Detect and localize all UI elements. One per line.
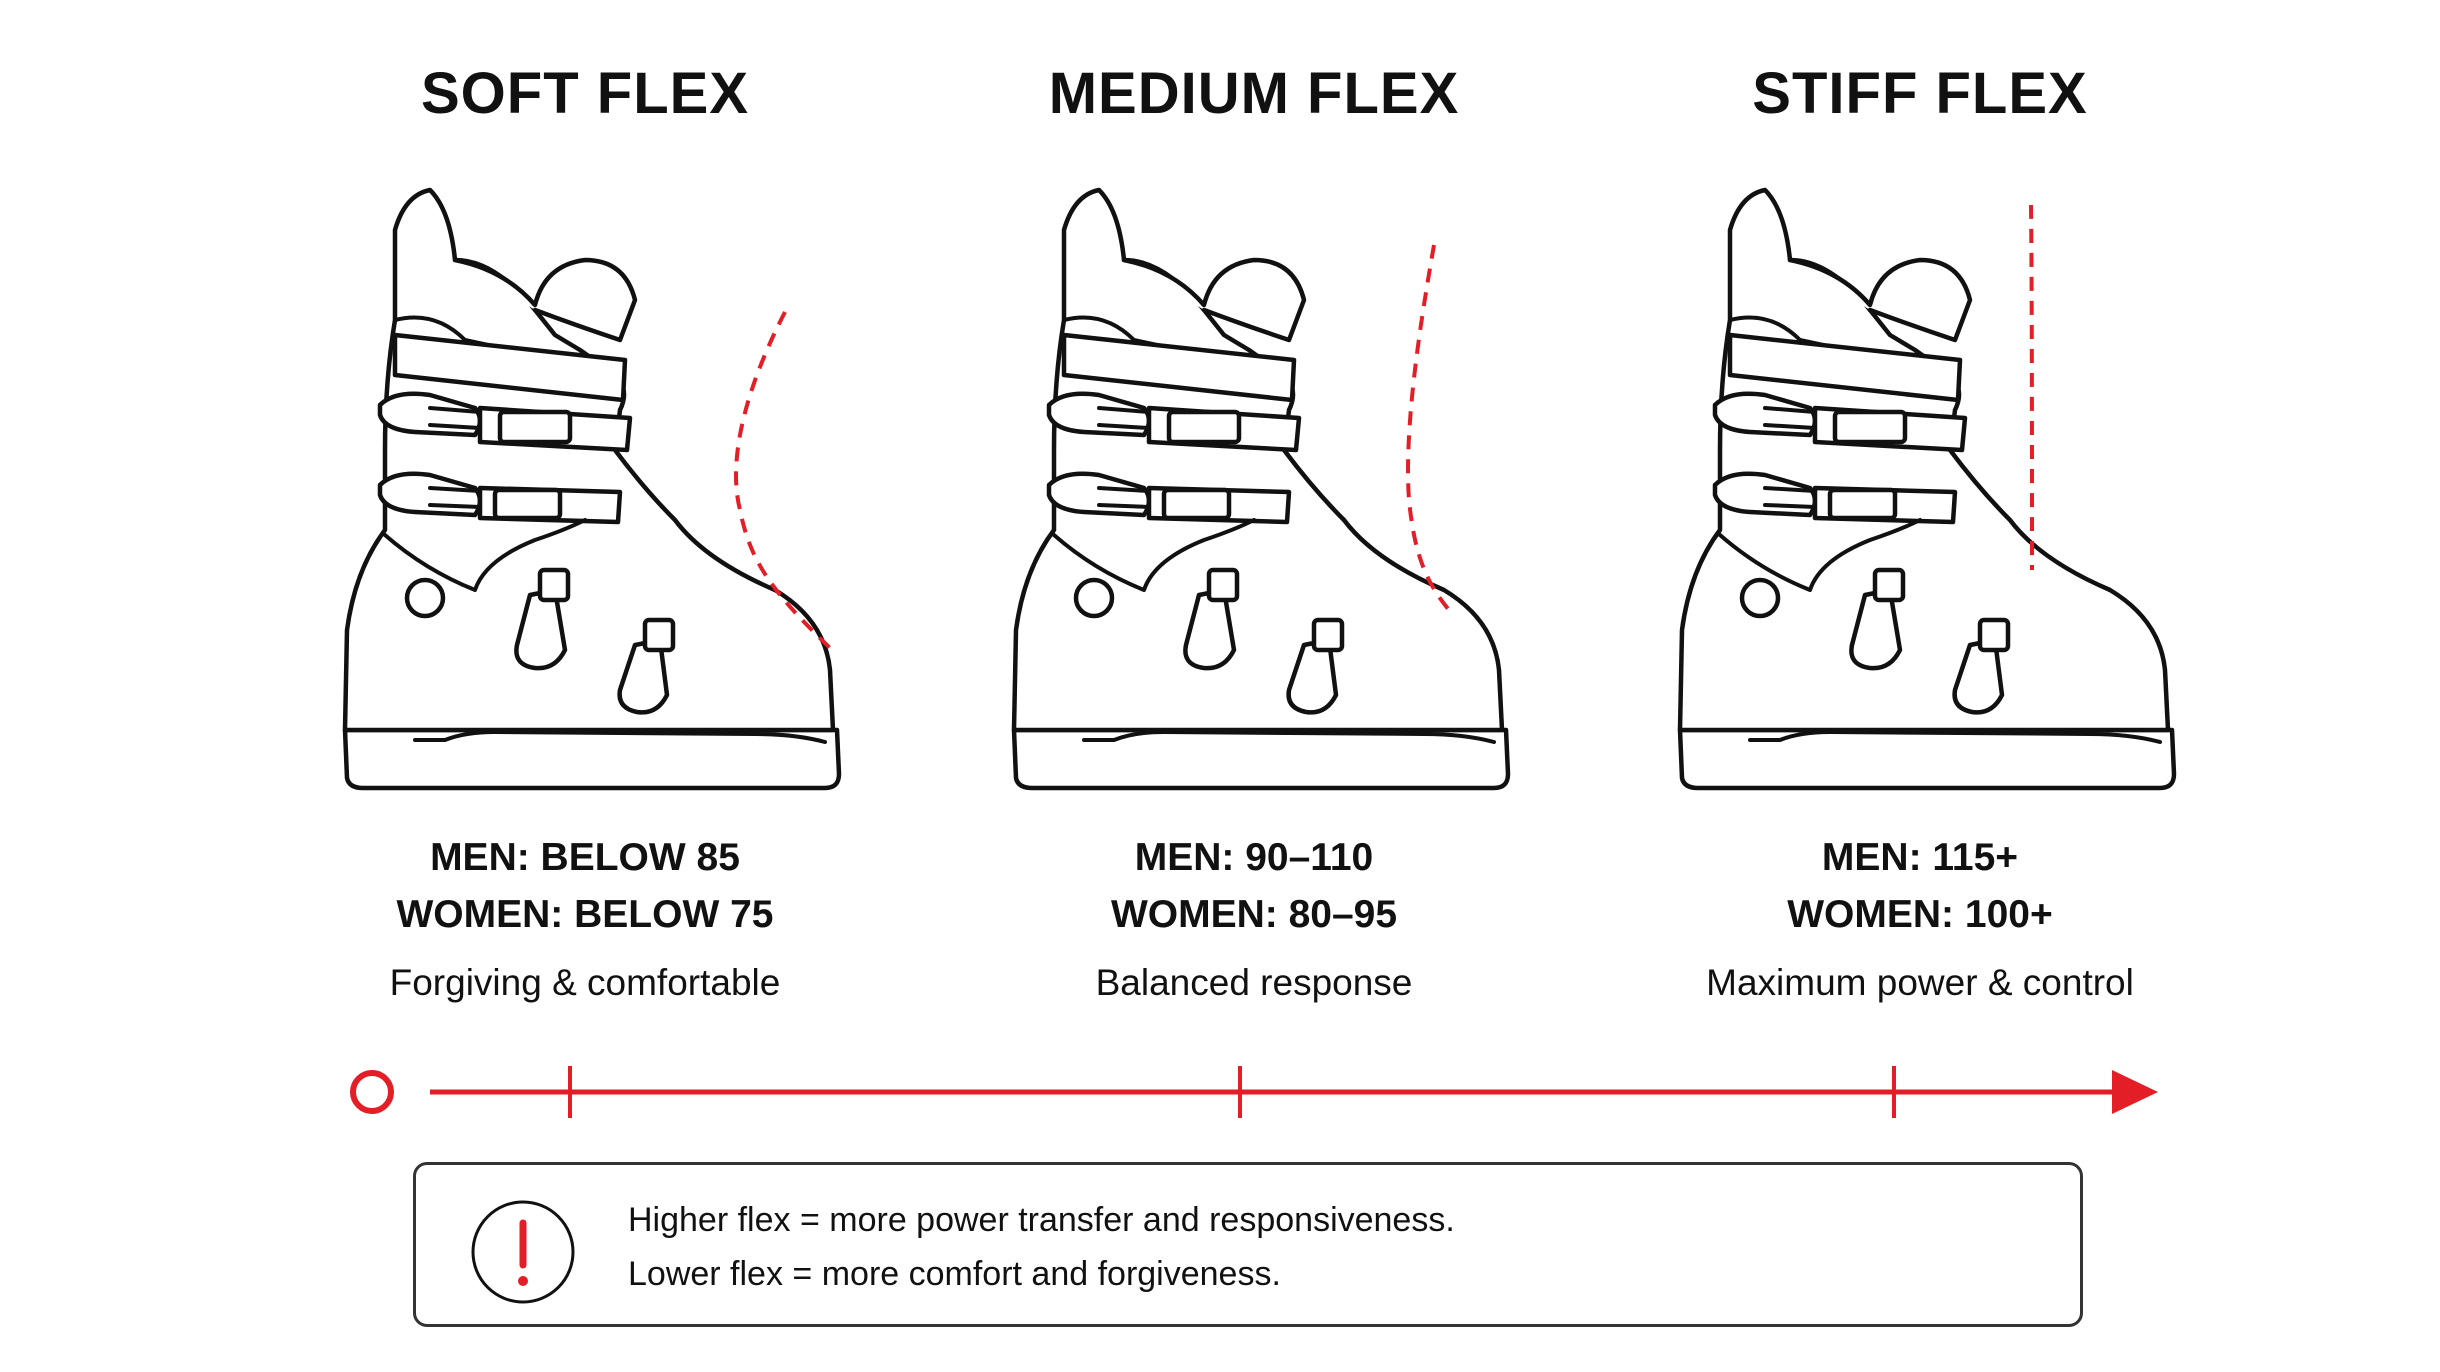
- flex-indicator-curve: [2029, 204, 2034, 571]
- soft-flex-men-range: MEN: BELOW 85: [430, 836, 740, 879]
- scale-arrow-head: [2112, 1070, 2158, 1114]
- note-text-lower-flex: Lower flex = more comfort and forgivenes…: [628, 1255, 1281, 1293]
- flex-indicator-curve: [1406, 244, 1451, 612]
- stiff-flex-boot-illustration: [1570, 150, 2270, 800]
- soft-flex-title: SOFT FLEX: [421, 61, 749, 126]
- flex-scale: [350, 1066, 2158, 1118]
- soft-flex-women-range: WOMEN: BELOW 75: [396, 893, 774, 936]
- medium-flex-boot-illustration: [904, 150, 1604, 800]
- stiff-flex-title: STIFF FLEX: [1752, 61, 2088, 126]
- medium-flex-title: MEDIUM FLEX: [1048, 61, 1460, 126]
- stiff-flex-women-range: WOMEN: 100+: [1787, 893, 2053, 936]
- note-text-higher-flex: Higher flex = more power transfer and re…: [628, 1201, 1455, 1239]
- soft-flex-boot-illustration: [235, 150, 935, 800]
- soft-flex-description: Forgiving & comfortable: [389, 962, 781, 1003]
- exclamation-circle-icon: [471, 1200, 575, 1304]
- stiff-flex-men-range: MEN: 115+: [1821, 836, 2019, 879]
- info-note-box: Higher flex = more power transfer and re…: [413, 1162, 2083, 1327]
- stiff-flex-description: Maximum power & control: [1706, 962, 2134, 1003]
- medium-flex-women-range: WOMEN: 80–95: [1110, 893, 1398, 936]
- medium-flex-description: Balanced response: [1095, 962, 1413, 1003]
- scale-origin-circle: [350, 1070, 394, 1114]
- medium-flex-men-range: MEN: 90–110: [1134, 836, 1374, 879]
